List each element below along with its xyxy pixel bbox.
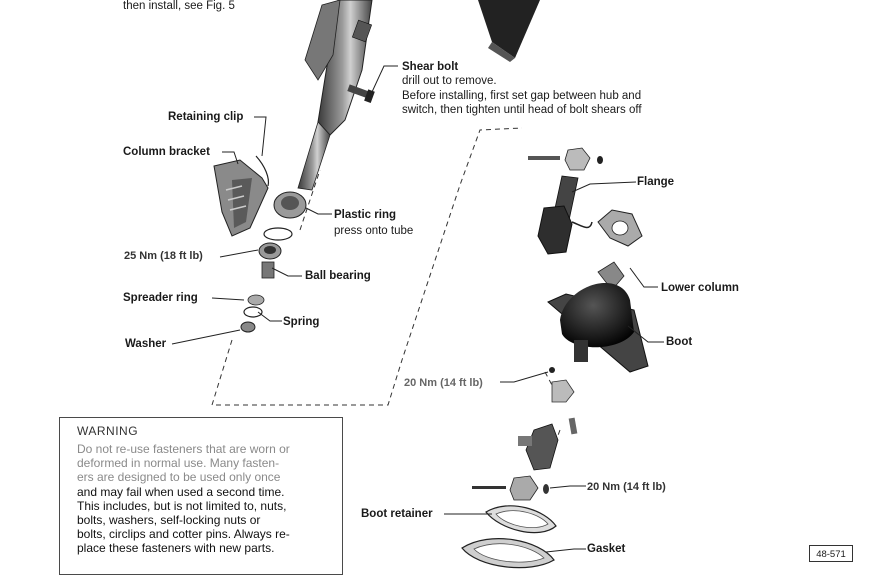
top-note: then install, see Fig. 5: [123, 0, 235, 12]
torque-20a-label: 20 Nm (14 ft lb): [404, 377, 483, 389]
retaining-clip-label: Retaining clip: [168, 111, 244, 123]
column-bracket: [213, 159, 269, 237]
plastic-ring-label: Plastic ring: [334, 209, 396, 221]
retaining-clip: [255, 155, 270, 187]
flange: [537, 175, 593, 255]
shear-bolt-note-2: Before installing, first set gap between…: [402, 90, 642, 102]
warning-line: ers are designed to be used only once: [77, 470, 281, 485]
lower-hardware: [472, 367, 578, 501]
flange-label: Flange: [637, 176, 675, 188]
shear-bolt-label: Shear bolt: [402, 61, 459, 73]
flange-bolt: [528, 147, 603, 171]
shear-bolt-note-3: switch, then tighten until head of bolt …: [402, 104, 642, 116]
washer-label: Washer: [125, 338, 167, 350]
plastic-ring-note: press onto tube: [334, 225, 414, 237]
warning-line: bolts, circlips and cotter pins. Always …: [77, 527, 290, 542]
steering-housing-shape: [478, 0, 540, 62]
plastic-ring: [273, 191, 307, 219]
torque-25-label: 25 Nm (18 ft lb): [124, 250, 203, 262]
gasket-label: Gasket: [587, 543, 626, 555]
warning-line: This includes, but is not limited to, nu…: [77, 498, 287, 513]
boot-label: Boot: [666, 336, 693, 348]
shear-bolt: [347, 84, 375, 104]
column-bracket-label: Column bracket: [123, 146, 210, 158]
boot: [547, 283, 649, 373]
boot-retainer-label: Boot retainer: [361, 508, 433, 520]
warning-box: WARNING Do not re-use fasteners that are…: [59, 417, 343, 575]
warning-line: deformed in normal use. Many fasten-: [77, 456, 280, 471]
warning-line: place these fasteners with new parts.: [77, 541, 275, 556]
leader-lines: [171, 65, 664, 553]
upper-column: [297, 0, 373, 191]
bearing-stack: [240, 227, 293, 333]
spring-label: Spring: [283, 316, 320, 328]
shear-bolt-note-1: drill out to remove.: [402, 75, 497, 87]
boot-retainer: [485, 505, 557, 534]
spreader-ring-label: Spreader ring: [123, 292, 198, 304]
gasket: [461, 538, 555, 569]
warning-title: WARNING: [77, 424, 139, 438]
figure-number: 48-571: [809, 545, 853, 562]
warning-line: bolts, washers, self-locking nuts or: [77, 513, 261, 528]
warning-line: and may fail when used a second time.: [77, 484, 285, 499]
lower-column-label: Lower column: [661, 282, 739, 294]
ball-bearing-label: Ball bearing: [305, 270, 371, 282]
torque-20b-label: 20 Nm (14 ft lb): [587, 481, 666, 493]
lower-column: [597, 209, 643, 291]
warning-line: Do not re-use fasteners that are worn or: [77, 442, 290, 456]
warning-body: Do not re-use fasteners that are worn or…: [77, 442, 326, 556]
